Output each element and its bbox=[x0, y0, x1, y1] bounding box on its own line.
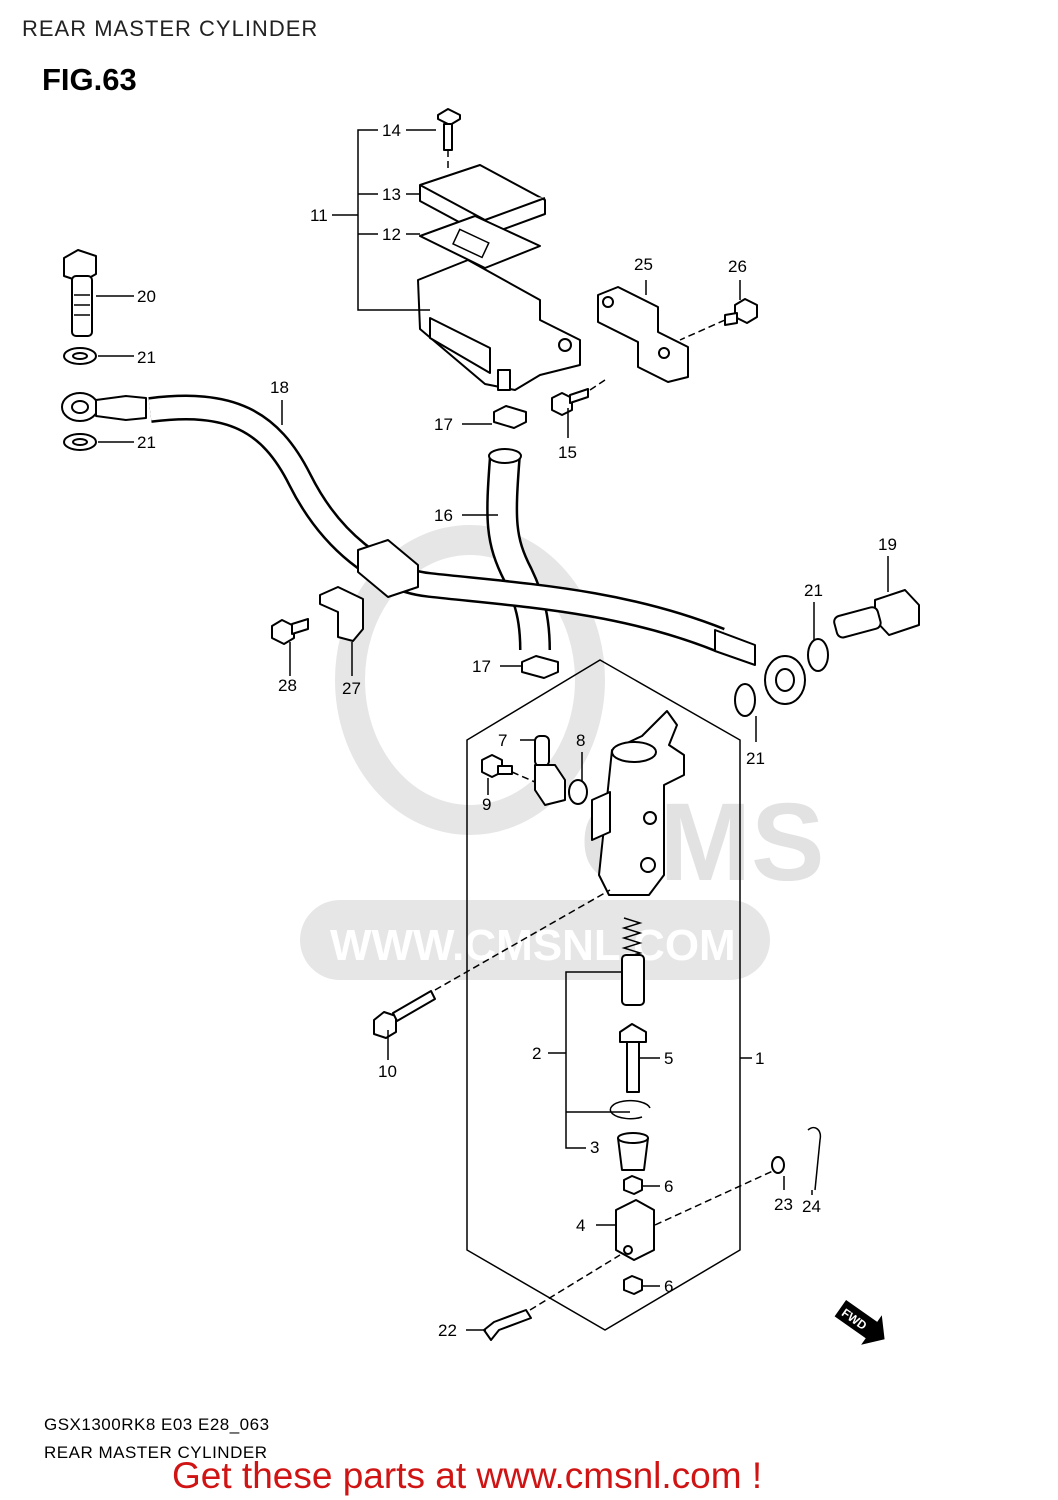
part-label-22: 22 bbox=[438, 1321, 457, 1340]
figure-number: FIG.63 bbox=[42, 62, 137, 97]
part-label-16: 16 bbox=[434, 506, 453, 525]
part-label-24: 24 bbox=[802, 1197, 821, 1216]
part-label-5: 5 bbox=[664, 1049, 673, 1068]
part-label-21-d: 21 bbox=[746, 749, 765, 768]
hose-clamp bbox=[271, 586, 364, 645]
part-label-25: 25 bbox=[634, 255, 653, 274]
part-label-12: 12 bbox=[382, 225, 401, 244]
part-labels: 14 13 11 12 25 26 20 21 18 17 21 15 16 1… bbox=[137, 121, 897, 1340]
part-label-17-b: 17 bbox=[472, 657, 491, 676]
model-code: GSX1300RK8 E03 E28_063 bbox=[44, 1415, 270, 1434]
banjo-bolts bbox=[63, 249, 920, 717]
brake-hose bbox=[61, 392, 806, 705]
part-label-7: 7 bbox=[498, 731, 507, 750]
part-label-14: 14 bbox=[382, 121, 401, 140]
reservoir-assembly bbox=[417, 108, 758, 416]
part-label-11: 11 bbox=[310, 206, 328, 225]
part-label-23: 23 bbox=[774, 1195, 793, 1214]
part-label-9: 9 bbox=[482, 795, 491, 814]
part-label-6-b: 6 bbox=[664, 1277, 673, 1296]
part-label-26: 26 bbox=[728, 257, 747, 276]
part-label-21-a: 21 bbox=[137, 348, 156, 367]
part-label-20: 20 bbox=[137, 287, 156, 306]
fwd-direction-badge: FWD bbox=[834, 1300, 885, 1345]
part-label-3: 3 bbox=[590, 1138, 599, 1157]
watermark-url: WWW.CMSNL.COM bbox=[330, 921, 736, 970]
part-label-21-c: 21 bbox=[804, 581, 823, 600]
part-label-15: 15 bbox=[558, 443, 577, 462]
reservoir-hose bbox=[486, 405, 559, 679]
part-label-6-a: 6 bbox=[664, 1177, 673, 1196]
part-label-28: 28 bbox=[278, 676, 297, 695]
cta-link[interactable]: Get these parts at www.cmsnl.com ! bbox=[172, 1455, 763, 1496]
part-label-13: 13 bbox=[382, 185, 401, 204]
part-label-17-a: 17 bbox=[434, 415, 453, 434]
part-label-18: 18 bbox=[270, 378, 289, 397]
page-header-title: REAR MASTER CYLINDER bbox=[22, 16, 319, 41]
leader-lines bbox=[96, 129, 889, 1331]
part-label-21-b: 21 bbox=[137, 433, 156, 452]
part-label-10: 10 bbox=[378, 1062, 397, 1081]
footer-title: REAR MASTER CYLINDER bbox=[44, 1443, 268, 1462]
master-cylinder bbox=[373, 659, 822, 1341]
part-label-1: 1 bbox=[755, 1049, 764, 1068]
part-label-19: 19 bbox=[878, 535, 897, 554]
part-label-27: 27 bbox=[342, 679, 361, 698]
part-label-4: 4 bbox=[576, 1216, 585, 1235]
part-label-8: 8 bbox=[576, 731, 585, 750]
part-label-2: 2 bbox=[532, 1044, 541, 1063]
